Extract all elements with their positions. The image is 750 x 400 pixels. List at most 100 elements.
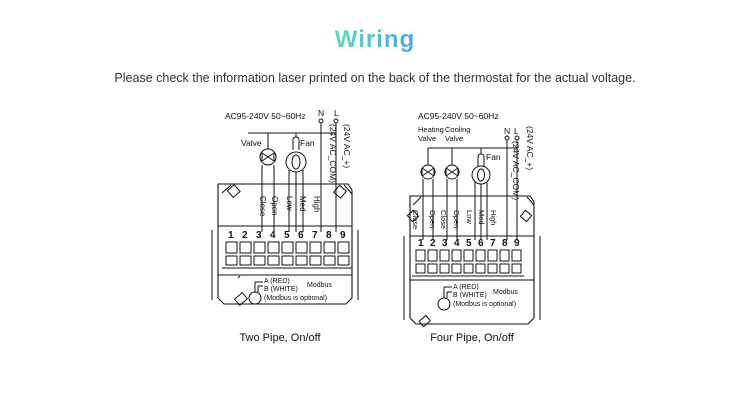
terminal-label-open: Open (270, 196, 279, 216)
terminal-number: 3 (256, 230, 262, 241)
terminal-screw (475, 249, 486, 262)
terminal-clamp (415, 263, 426, 274)
cooling-valve-label: Cooling (445, 125, 470, 134)
page-title: Wiring (334, 26, 416, 53)
terminal-screw (295, 241, 308, 254)
terminal-label-cool-open: Open (452, 210, 461, 228)
live-terminal-dot (514, 135, 520, 141)
valve-label: Valve (241, 138, 262, 148)
terminal-number: 8 (326, 230, 332, 241)
supply-voltage-label: AC95-240V 50~60Hz (418, 111, 499, 121)
terminal-number: 1 (228, 230, 234, 241)
terminal-label-close: Close (258, 196, 267, 217)
terminal-number: 4 (454, 238, 460, 249)
terminal-numbers: 1 2 3 4 5 6 7 8 9 (418, 238, 520, 249)
terminal-number: 9 (340, 230, 346, 241)
page-subtitle: Please check the information laser print… (114, 71, 636, 85)
terminal-clamp (427, 263, 438, 274)
live-label: L (334, 108, 339, 118)
terminal-number: 6 (298, 230, 304, 241)
modbus-label: Modbus (307, 282, 332, 289)
terminal-number: 7 (312, 230, 318, 241)
terminal-screw (253, 241, 266, 254)
modbus-label: Modbus (493, 289, 518, 296)
terminal-number: 3 (442, 238, 448, 249)
fan-label: Fan (300, 138, 315, 148)
terminal-screw (267, 241, 280, 254)
terminal-label-high: High (489, 210, 498, 225)
heating-valve-label-2: Valve (418, 134, 436, 143)
terminal-number: 1 (418, 238, 424, 249)
modbus-connector (248, 291, 262, 305)
supply-voltage-label: AC95-240V 50~60Hz (225, 111, 306, 121)
terminal-number: 7 (490, 238, 496, 249)
terminal-label-high: High (312, 196, 321, 212)
terminal-clamp (499, 263, 510, 274)
terminal-label-heat-open: Open (428, 210, 437, 228)
terminal-label-low: Low (285, 196, 294, 211)
terminal-clamp (475, 263, 486, 274)
terminal-screw (487, 249, 498, 262)
terminal-screw (499, 249, 510, 262)
terminal-screw (309, 241, 322, 254)
live-label: L (514, 126, 519, 136)
cooling-valve-label-2: Valve (445, 134, 463, 143)
terminal-screw (451, 249, 462, 262)
terminal-screw (439, 249, 450, 262)
terminal-number: 6 (478, 238, 484, 249)
two-pipe-caption: Two Pipe, On/off (239, 332, 321, 344)
heating-valve-label: Heating (418, 125, 444, 134)
terminal-screw (427, 249, 438, 262)
terminal-screw (281, 241, 294, 254)
terminal-clamp (487, 263, 498, 274)
terminal-number: 4 (270, 230, 276, 241)
terminal-clamp (337, 255, 350, 266)
terminal-label-low: Low (465, 210, 474, 224)
neutral-label: N (318, 108, 324, 118)
terminal-clamp (225, 255, 238, 266)
terminal-clamp (267, 255, 280, 266)
terminal-clamp (295, 255, 308, 266)
terminal-screw (511, 249, 522, 262)
terminal-clamp (511, 263, 522, 274)
terminal-clamp (451, 263, 462, 274)
neutral-terminal-dot (504, 135, 510, 141)
terminal-clamp (281, 255, 294, 266)
terminal-label-cool-close: Close (439, 210, 448, 229)
terminal-screw (463, 249, 474, 262)
live-terminal-dot (333, 118, 339, 124)
terminal-screw (239, 241, 252, 254)
modbus-a-label: A (RED) (453, 284, 479, 291)
modbus-note: (Modbus is optional) (264, 295, 327, 302)
four-pipe-diagram: AC95-240V 50~60Hz Heating Valve Cooling … (403, 111, 541, 328)
terminal-number: 9 (514, 238, 520, 249)
two-pipe-thermostat-body (217, 183, 353, 305)
modbus-connector (437, 297, 451, 311)
modbus-note: (Modbus is optional) (453, 301, 516, 308)
terminal-clamp (253, 255, 266, 266)
two-pipe-terminal-block (222, 241, 352, 269)
fan-label: Fan (486, 152, 501, 162)
four-pipe-terminal-block (412, 249, 524, 277)
terminal-clamp (323, 255, 336, 266)
plus-label: (24V AC_+) (342, 124, 352, 168)
terminal-clamp (439, 263, 450, 274)
com-label: (24V AC_COM) (511, 141, 521, 200)
terminal-screw (415, 249, 426, 262)
modbus-b-label: B (WHITE) (453, 292, 487, 299)
terminal-screw (225, 241, 238, 254)
terminal-screw (337, 241, 350, 254)
terminal-clamp (463, 263, 474, 274)
two-pipe-diagram: AC95-240V 50~60Hz N L (24V AC_COM) (24V … (211, 108, 359, 306)
terminal-number: 5 (466, 238, 472, 249)
modbus-b-label: B (WHITE) (264, 286, 298, 293)
terminal-label-med: Med (477, 210, 486, 225)
four-pipe-thermostat-body (409, 195, 535, 325)
terminal-clamp (309, 255, 322, 266)
terminal-screw (323, 241, 336, 254)
four-pipe-caption: Four Pipe, On/off (430, 332, 514, 344)
terminal-number: 2 (242, 230, 248, 241)
neutral-label: N (504, 126, 510, 136)
terminal-numbers: 1 2 3 4 5 6 7 8 9 (228, 230, 346, 241)
